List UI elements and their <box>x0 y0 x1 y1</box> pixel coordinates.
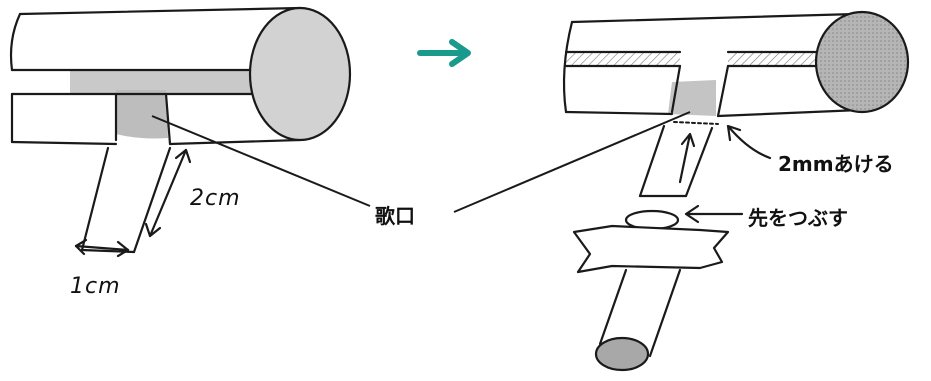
left-pipe-bottom-edge-a <box>10 140 118 146</box>
lower-pipe-bottom-end <box>594 336 650 372</box>
left-pipe-end-ellipse <box>248 6 352 142</box>
right-pipe-end-ellipse <box>814 10 910 114</box>
left-stick-left-edge <box>80 146 110 252</box>
gap-pointer-arrow <box>726 124 772 160</box>
dim-2cm-arrowhead-bottom <box>144 222 162 238</box>
right-pipe-figure <box>562 10 910 372</box>
dim-1cm-arrowhead-left <box>74 238 88 256</box>
dim-2cm-arrow-line <box>148 148 188 238</box>
right-pipe-top-edge <box>570 12 858 24</box>
gap-label: 2mmあける <box>778 152 894 176</box>
lower-pipe-left-edge <box>598 268 628 346</box>
left-pipe-figure <box>9 6 352 258</box>
left-pipe-left-end-top <box>9 12 22 72</box>
left-pipe-bottom-edge-b <box>168 138 302 146</box>
utaguchi-leaders <box>151 111 691 213</box>
left-joint-right <box>164 92 172 146</box>
right-hatch-left <box>566 52 680 66</box>
leader-to-left-joint <box>151 115 371 207</box>
right-pipe-left-end <box>562 20 574 114</box>
dim-2cm-arrowhead-top <box>174 148 192 164</box>
tape-wrap <box>572 224 730 274</box>
crush-label: 先をつぶす <box>748 206 848 230</box>
gap-dotted-line <box>673 121 719 125</box>
right-joint-shade <box>668 80 716 116</box>
left-stick-right-edge <box>132 146 172 254</box>
right-stick-arrow <box>678 132 696 184</box>
transition-arrow <box>417 39 471 67</box>
right-slot-left <box>670 64 682 114</box>
utaguchi-label: 歌口 <box>375 204 415 228</box>
dim-1cm-arrow-line <box>74 244 130 252</box>
left-joint-shade <box>116 90 168 139</box>
left-inner-channel <box>70 70 262 94</box>
dim-2cm-label: 2cm <box>190 186 241 211</box>
right-slot-right <box>716 64 730 118</box>
crush-pointer-arrow <box>684 204 744 224</box>
dim-1cm-arrowhead-right <box>116 240 130 258</box>
leader-to-right-joint <box>453 111 691 213</box>
right-stick-right-edge <box>684 126 714 198</box>
dim-1cm-label: 1cm <box>70 274 121 299</box>
right-stick-left-edge <box>638 124 666 198</box>
left-pipe-top-edge <box>18 6 302 16</box>
right-hatch-right <box>728 52 840 66</box>
right-pipe-bottom-a <box>564 110 674 116</box>
lower-pipe-right-edge <box>648 268 682 358</box>
right-pipe-bottom-b <box>716 108 862 118</box>
